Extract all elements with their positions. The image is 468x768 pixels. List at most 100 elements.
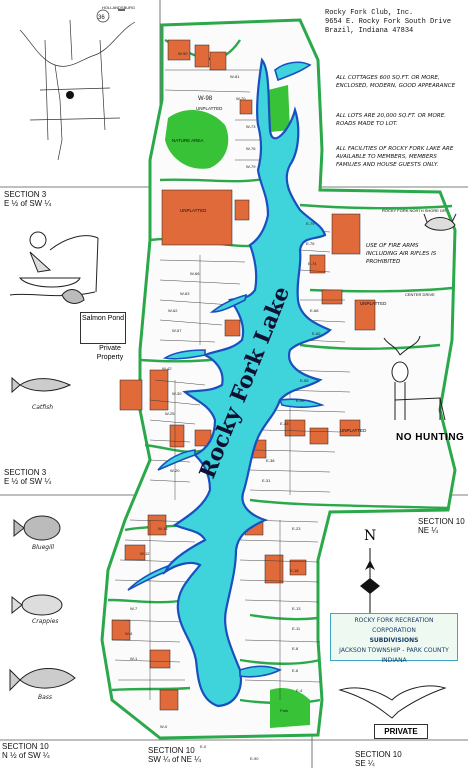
bass-caption: Bass xyxy=(38,694,53,701)
lot-label: E-8 xyxy=(292,646,299,651)
section-subdivision: SE ¼ xyxy=(355,759,375,768)
section-subdivision: N ½ of SW ¼ xyxy=(2,751,50,760)
section-name: SECTION 3 xyxy=(4,190,47,199)
lot-label: W-7 xyxy=(130,606,138,611)
lot-label: W-1 xyxy=(130,656,138,661)
unplatted-label: UNPLATTED xyxy=(340,428,367,433)
section-subdivision: E ½ of SW ¼ xyxy=(4,199,52,208)
north-letter: N xyxy=(364,528,377,544)
lot-size-note: ALL LOTS ARE 20,000 SQ.FT. OR MORE. ROAD… xyxy=(336,113,447,127)
lot-label: E-76 xyxy=(306,241,315,246)
lot-label: E-4 xyxy=(296,688,303,693)
section-name: SECTION 10 xyxy=(418,517,465,526)
section-label-3-upper: SECTION 3 E ½ of SW ¼ xyxy=(4,190,51,208)
bass-illustration xyxy=(9,668,76,692)
road-label: ROCKY FORK NORTH SHORE DR xyxy=(382,208,446,213)
section-label-10-swne: SECTION 10 SW ¼ of NE ¼ xyxy=(148,746,201,764)
crappie-illustration xyxy=(11,594,63,616)
no-hunting-label: NO HUNTING xyxy=(396,432,465,443)
section-name: SECTION 3 xyxy=(4,468,47,477)
lot-label: W-76 xyxy=(246,146,256,151)
lot-label: E-79 xyxy=(306,221,315,226)
legend-line: INDIANA xyxy=(381,657,407,664)
jumping-fish-illustration xyxy=(61,289,85,304)
catfish-illustration xyxy=(11,376,72,394)
subdivision-legend: ROCKY FORK RECREATION CORPORATION SUBDIV… xyxy=(330,613,458,664)
lot-label: W-57 xyxy=(172,328,182,333)
lake-inlets xyxy=(127,61,325,678)
section-name: SECTION 10 xyxy=(148,746,195,755)
club-header: Rocky Fork Club, Inc. 9654 E. Rocky Fork… xyxy=(325,9,465,36)
fisherman-illustration xyxy=(9,231,99,297)
lot-label: E-31 xyxy=(262,478,271,483)
nature-area-label: NATURE AREA xyxy=(172,138,203,143)
salmon-pond: Salmon Pond xyxy=(80,312,126,344)
lot-label: E-0 xyxy=(200,744,207,749)
lot-label: E-13 xyxy=(292,606,301,611)
lot-label: W-66 xyxy=(190,271,200,276)
lot-label: E-74 xyxy=(308,261,317,266)
raccoon-illustration xyxy=(423,213,457,231)
private-property-label: Private Property xyxy=(96,345,124,361)
lot-label: E-18 xyxy=(290,568,299,573)
section-label-3-lower: SECTION 3 E ½ of SW ¼ xyxy=(4,468,51,486)
lot-label: E-55 xyxy=(300,378,309,383)
seagull-illustration xyxy=(338,685,447,719)
green-area-north xyxy=(268,85,290,132)
crappies-caption: Crappies xyxy=(32,618,59,625)
lot-label: W-25 xyxy=(165,411,175,416)
nature-area xyxy=(165,109,229,169)
unplatted-label: UNPLATTED xyxy=(360,301,387,306)
deer-illustration xyxy=(383,335,446,421)
lot-label: W-42 xyxy=(162,366,172,371)
firearms-note: USE OF FIRE ARMS INCLUDING AIR RIFLES IS… xyxy=(366,243,437,265)
lot-label: E-49 xyxy=(296,398,305,403)
lot-label: E-38 xyxy=(266,458,275,463)
club-address-line1: 9654 E. Rocky Fork South Drive xyxy=(325,18,452,26)
lot-label-w98: W-98 xyxy=(198,96,213,102)
legend-line: ROCKY FORK RECREATION CORPORATION xyxy=(354,617,434,634)
lot-label: E-68 xyxy=(310,308,319,313)
section-subdivision: SW ¼ of NE ¼ xyxy=(148,755,201,764)
lot-label: W-20 xyxy=(170,468,180,473)
town-label: HOLLANDSBURG xyxy=(102,5,135,10)
salmon-pond-label: Salmon Pond xyxy=(81,315,125,322)
lot-label: W-79 xyxy=(246,164,256,169)
lot-label: E-23 xyxy=(292,526,301,531)
road-label: CENTER DRIVE xyxy=(405,292,435,297)
legend-line: JACKSON TOWNSHIP - PARK COUNTY xyxy=(339,647,449,654)
section-name: SECTION 10 xyxy=(2,742,49,751)
highway-shield: 36 xyxy=(98,15,105,21)
section-subdivision: NE ¼ xyxy=(418,526,439,535)
lot-label: Park xyxy=(280,708,288,713)
lot-label: W-62 xyxy=(168,308,178,313)
section-name: SECTION 10 xyxy=(355,750,402,759)
cottage-rule-note: ALL COTTAGES 600 SQ.FT. OR MORE, ENCLOSE… xyxy=(336,75,456,89)
lot-label: E-90 xyxy=(250,756,259,761)
section-subdivision: E ½ of SW ¼ xyxy=(4,477,52,486)
lot-label: W-18 xyxy=(158,526,168,531)
lot-label: W-81 xyxy=(230,74,240,79)
lake-location-marker xyxy=(66,91,74,99)
lot-label: W-73 xyxy=(246,124,256,129)
legend-line: SUBDIVISIONS xyxy=(369,637,419,644)
facilities-note: ALL FACILITIES OF ROCKY FORK LAKE ARE AV… xyxy=(336,146,454,168)
bluegill-caption: Bluegill xyxy=(32,544,55,551)
location-inset-map xyxy=(19,9,136,161)
section-label-10-ne: SECTION 10 NE ¼ xyxy=(418,517,465,535)
lot-label: W-90 xyxy=(178,51,188,56)
lot-label: W-63 xyxy=(180,291,190,296)
lot-label: E-11 xyxy=(292,626,301,631)
lot-label: E-6 xyxy=(292,668,299,673)
lot-label: W-0 xyxy=(160,724,168,729)
lot-label: E-62 xyxy=(312,331,321,336)
private-sign: PRIVATE xyxy=(374,724,428,739)
lot-label: E-43 xyxy=(280,421,289,426)
bluegill-illustration xyxy=(13,515,61,541)
lot-label: W-30 xyxy=(172,391,182,396)
lot-label: W-4 xyxy=(125,631,133,636)
club-name: Rocky Fork Club, Inc. xyxy=(325,9,414,17)
unplatted-label: UNPLATTED xyxy=(180,208,207,213)
rocky-fork-lake xyxy=(162,57,332,708)
lot-labels: W-90 W-81 W-70 W-73 W-76 W-79 W-66 W-63 … xyxy=(125,51,321,761)
